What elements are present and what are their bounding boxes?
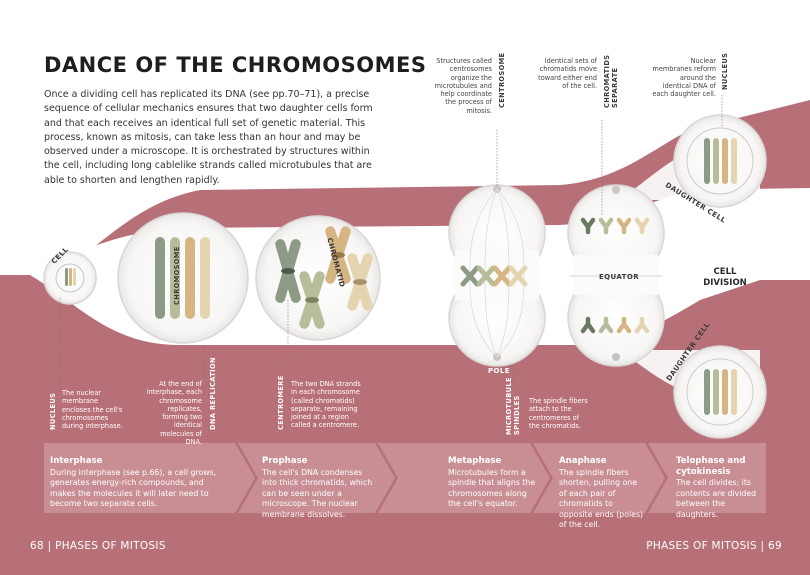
daughter-chromosome: [722, 369, 728, 415]
aligned-chromosomes: [460, 265, 528, 287]
phase-arrow-1: [44, 443, 255, 513]
spindles-annotation: The spindle fibers attach to the centrom…: [529, 397, 588, 430]
footer-left: 68 | PHASES OF MITOSIS: [30, 540, 166, 552]
phase-text: The spindle fibers shorten, pulling one …: [559, 467, 644, 530]
pole-label: POLE: [488, 367, 510, 375]
nucleus-annotation-top: Nuclear membranes reform around the iden…: [652, 57, 716, 99]
equator-label: EQUATOR: [599, 273, 639, 281]
phase-text: During interphase (see p.66), a cell gro…: [50, 467, 217, 509]
separating-chromatids-top: [580, 217, 650, 235]
interphase-cell: [117, 212, 249, 344]
centromere-label: CENTROMERE: [277, 375, 285, 430]
phase-arrow-4: [533, 443, 665, 513]
centromere-annotation: The two DNA strands in each chromosome (…: [291, 380, 361, 430]
phase-arrow-5: [648, 443, 766, 513]
x-chromosome-sage: [299, 271, 325, 329]
daughter-chromosome: [704, 369, 710, 415]
separating-chromatids-bottom: [580, 316, 650, 334]
daughter-chromosome: [731, 369, 737, 415]
chromatids-separate-label: CHROMATIDS SEPARATE: [603, 54, 619, 108]
x-chromosome-green: [275, 239, 301, 303]
phase-metaphase: Metaphase Microtubules form a spindle th…: [448, 456, 538, 510]
chromosome: [155, 237, 165, 319]
dna-replication-label: DNA REPLICATION: [209, 357, 217, 430]
daughter-chromosome: [704, 138, 710, 184]
chromosome-label: CHROMOSOME: [173, 246, 181, 305]
phase-title: Prophase: [262, 456, 308, 466]
phase-text: The cell divides; its contents are divid…: [676, 478, 757, 519]
centrosome: [612, 186, 620, 194]
microtubule-spindles-label: MICROTUBULE SPINDLES: [505, 377, 521, 435]
small-chromosome: [73, 268, 76, 286]
chromosome: [200, 237, 210, 319]
centrosome-annotation: Structures called centrosomes organize t…: [434, 57, 492, 115]
intro-paragraph: Once a dividing cell has replicated its …: [44, 89, 373, 186]
chromatids-annotation: Identical sets of chromatids move toward…: [538, 57, 597, 90]
phase-title: Anaphase: [559, 456, 607, 466]
footer-right: PHASES OF MITOSIS | 69: [646, 540, 782, 552]
dna-replication-annotation: At the end of interphase, each chromosom…: [146, 380, 202, 447]
phase-arrow-3: [378, 443, 550, 513]
nucleus-label-top: NUCLEUS: [721, 52, 729, 90]
centrosome: [612, 353, 620, 361]
small-chromosome: [65, 268, 68, 286]
phase-anaphase: Anaphase The spindle fibers shorten, pul…: [559, 456, 645, 531]
centrosome-label: CENTROSOME: [498, 52, 506, 108]
nucleus-annotation-bottom: The nuclear membrane encloses the cell's…: [62, 389, 123, 431]
daughter-chromosome: [731, 138, 737, 184]
chromosome: [185, 237, 195, 319]
cell-division-label: CELL DIVISION: [703, 267, 747, 288]
chromosome: [170, 237, 180, 319]
daughter-nucleus-top: [686, 127, 754, 195]
phase-text: The cell's DNA condenses into thick chro…: [262, 467, 373, 519]
phase-text: Microtubules form a spindle that aligns …: [448, 467, 536, 509]
phase-arrow-2: [238, 443, 395, 513]
phase-prophase: Prophase The cell's DNA condenses into t…: [262, 456, 374, 520]
small-nucleus: [55, 263, 85, 293]
page-title: Dance of the chromosomes: [44, 53, 427, 77]
phase-title: Interphase: [50, 456, 103, 466]
daughter-chromosome: [713, 138, 719, 184]
x-chromosome-tan: [325, 226, 351, 284]
phase-title: Metaphase: [448, 456, 502, 466]
daughter-chromosome: [713, 369, 719, 415]
small-chromosome: [69, 268, 72, 286]
daughter-chromosome: [722, 138, 728, 184]
daughter-cell-bottom: [673, 345, 767, 439]
daughter-nucleus-bottom: [686, 358, 754, 426]
phase-telophase: Telophase and cytokinesis The cell divid…: [676, 456, 766, 520]
phase-interphase: Interphase During interphase (see p.66),…: [50, 456, 228, 510]
nucleus-label-bottom: NUCLEUS: [49, 392, 57, 430]
x-chromosome-cream: [347, 253, 373, 311]
phase-title: Telophase and cytokinesis: [676, 456, 746, 477]
